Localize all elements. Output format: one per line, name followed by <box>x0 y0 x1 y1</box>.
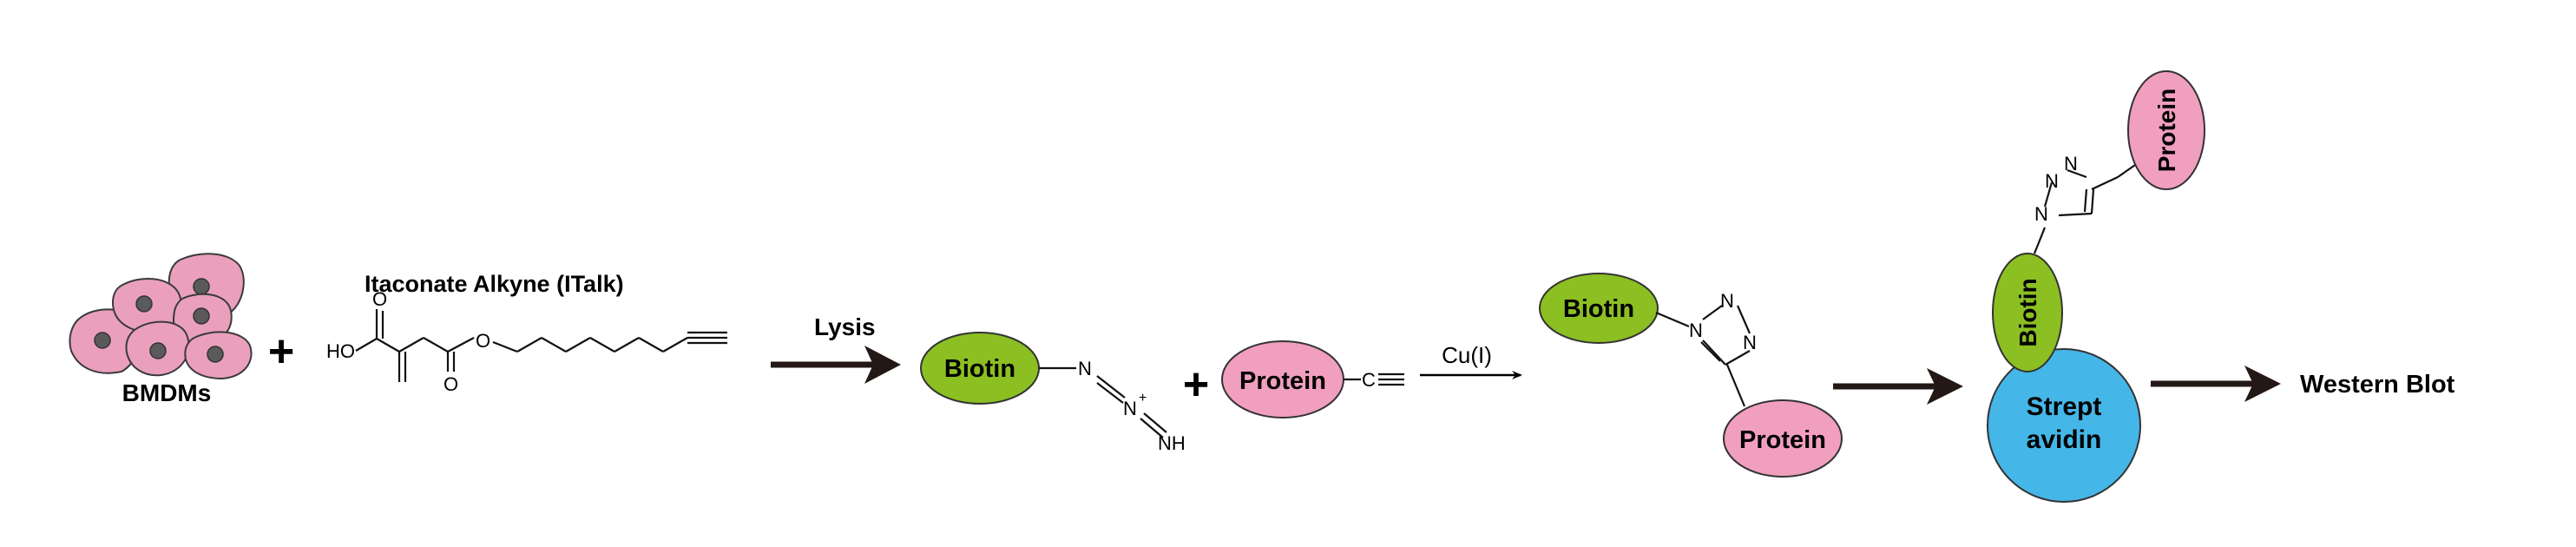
biotin-ellipse <box>1539 273 1659 344</box>
biotin-label: Biotin <box>944 355 1015 383</box>
streptavidin-label-line1: Strept <box>2027 392 2102 421</box>
plus-sign: + <box>1183 359 1209 410</box>
macrophage-cell <box>184 331 253 380</box>
triazole-ring <box>1655 305 1751 407</box>
lysis-label: Lysis <box>814 313 876 340</box>
azide-nitrogen-label: N <box>1123 398 1137 419</box>
protein-label: Protein <box>2153 89 2180 172</box>
triazole-nitrogen-label: N <box>1720 290 1734 312</box>
azide-group <box>1039 366 1167 438</box>
macrophage-cell <box>125 320 190 377</box>
protein-label: Protein <box>1239 367 1326 395</box>
biotin-ellipse <box>1992 253 2063 372</box>
azide-charge-label: + <box>1139 391 1147 405</box>
alkyne-carbon-label: C <box>1362 369 1376 391</box>
bmdm-cell-cluster <box>69 253 253 380</box>
binding-arrow <box>1833 368 1963 405</box>
carbonyl-oxygen-label: O <box>372 288 387 310</box>
bmdms-label: BMDMs <box>122 379 212 406</box>
biotin-label: Biotin <box>1563 295 1634 323</box>
protein-label: Protein <box>1739 426 1826 454</box>
carbonyl-oxygen-label: O <box>444 373 458 395</box>
triazole-nitrogen-label: N <box>2045 170 2059 192</box>
ester-oxygen-label: O <box>476 330 490 352</box>
copper-catalyst-label: Cu(I) <box>1442 342 1492 368</box>
western-blot-label: Western Blot <box>2300 371 2455 399</box>
lysis-arrow <box>771 346 901 384</box>
itaconate-alkyne-structure <box>355 309 727 382</box>
azide-nh-label: NH <box>1158 432 1186 454</box>
alkyne-group <box>1344 372 1404 386</box>
streptavidin-circle <box>1987 348 2141 503</box>
protein-ellipse <box>2127 70 2205 190</box>
plus-sign: + <box>268 326 294 377</box>
itaconate-title: Itaconate Alkyne (ITalk) <box>365 271 624 297</box>
protein-ellipse <box>1723 399 1843 478</box>
biotin-label: Biotin <box>2014 278 2041 346</box>
hydroxyl-label: HO <box>326 340 355 362</box>
streptavidin-label-line2: avidin <box>2027 425 2102 454</box>
detection-arrow <box>2151 366 2281 402</box>
azide-nitrogen-label: N <box>1078 358 1092 379</box>
triazole-nitrogen-label: N <box>1689 320 1703 341</box>
triazole-nitrogen-label: N <box>2064 153 2078 175</box>
triazole-nitrogen-label: N <box>1743 332 1757 353</box>
macrophage-cell <box>69 308 141 374</box>
triazole-nitrogen-label: N <box>2034 203 2048 225</box>
triazole-ring <box>2033 164 2136 254</box>
